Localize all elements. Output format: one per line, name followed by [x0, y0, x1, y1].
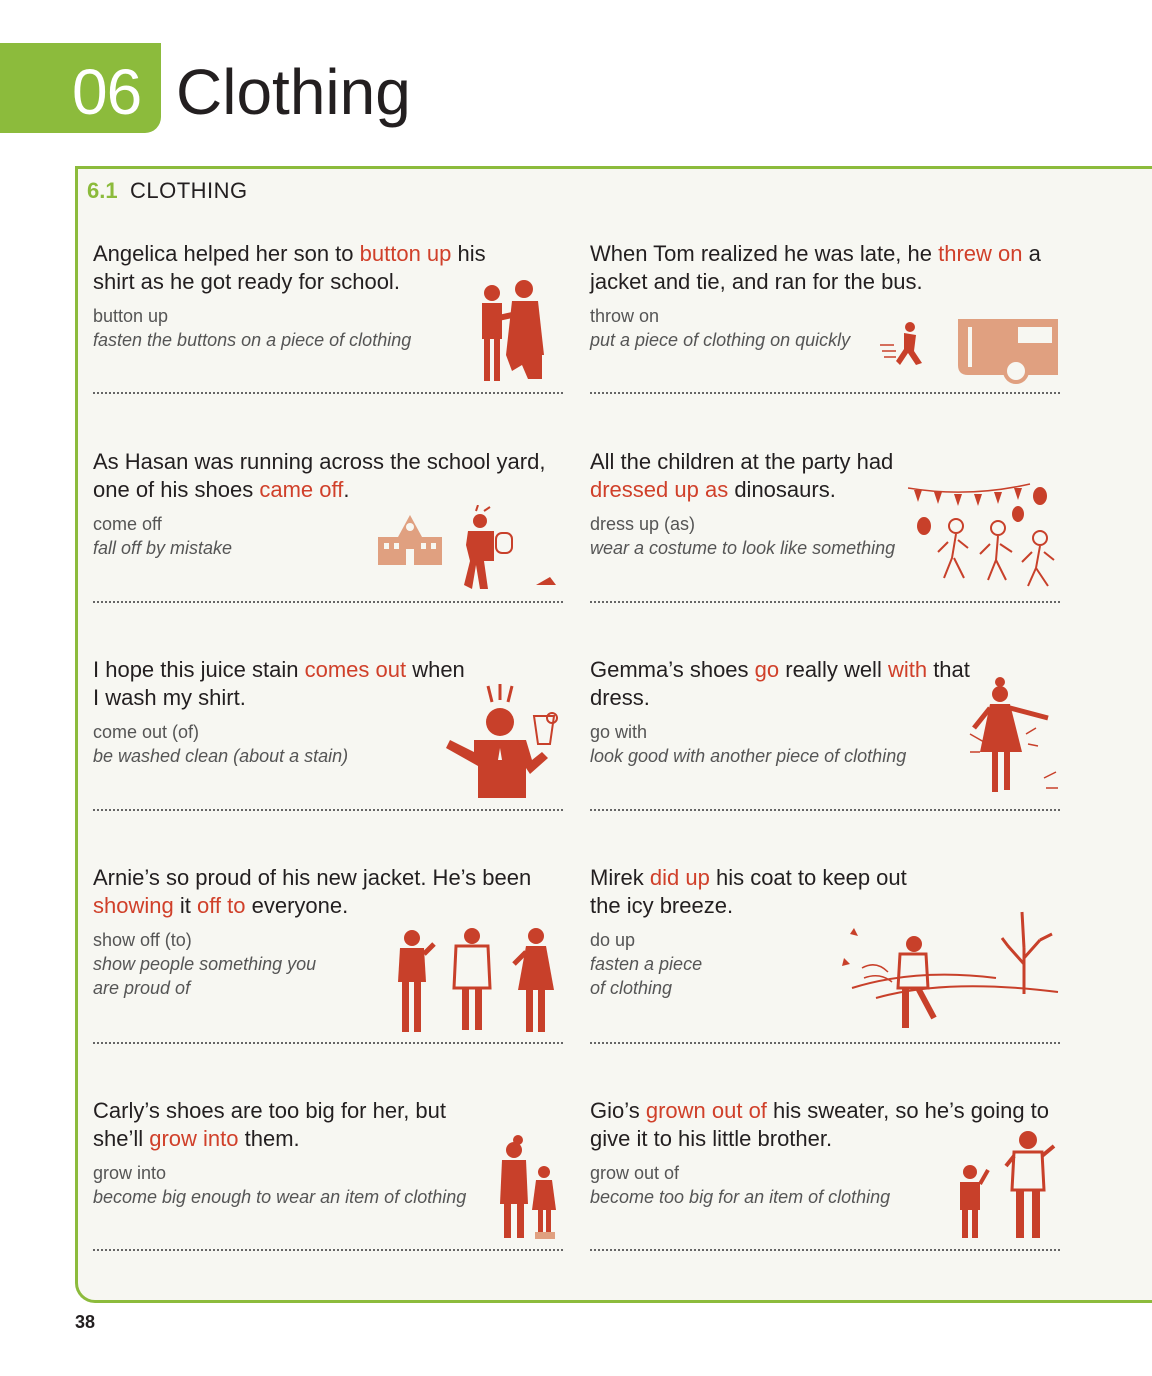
divider: [93, 601, 563, 603]
example-sentence: As Hasan was running across the school y…: [93, 449, 546, 502]
definition: fall off by mistake: [93, 538, 233, 558]
mother-buttoning-shirt-icon: [482, 280, 544, 381]
example-sentence: I hope this juice stain comes out when I…: [93, 657, 465, 710]
example-sentence: Gemma’s shoes go really well with that d…: [590, 657, 970, 710]
example-sentence: All the children at the party had dresse…: [590, 449, 894, 502]
divider: [590, 601, 1060, 603]
divider: [590, 1042, 1060, 1044]
divider: [93, 1042, 563, 1044]
running-to-bus-icon: [880, 319, 1058, 384]
example-sentence: Gio’s grown out of his sweater, so he’s …: [590, 1098, 1050, 1151]
divider: [93, 809, 563, 811]
definition: fasten the buttons on a piece of clothin…: [93, 330, 412, 350]
entry-come-off: As Hasan was running across the school y…: [93, 448, 563, 560]
juice-stain-person-icon: [446, 684, 558, 798]
dinosaur-costume-party-icon: [908, 483, 1055, 587]
example-sentence: Angelica helped her son to button up his…: [93, 241, 486, 294]
chapter-title: Clothing: [176, 56, 411, 128]
definition: look good with another piece of clothing: [590, 746, 907, 766]
divider: [590, 809, 1060, 811]
page-number: 38: [75, 1312, 96, 1332]
entry-button-up: Angelica helped her son to button up his…: [93, 240, 563, 352]
entry-throw-on: When Tom realized he was late, he threw …: [590, 240, 1060, 352]
definition: become too big for an item of clothing: [590, 1187, 891, 1207]
chapter-number: 06: [72, 56, 142, 128]
definition: show people something you are proud of: [93, 954, 317, 998]
headword: grow out of: [590, 1163, 680, 1183]
example-sentence: When Tom realized he was late, he threw …: [590, 241, 1041, 294]
divider: [93, 1249, 563, 1251]
section-number: 6.1: [87, 178, 118, 203]
headword: go with: [590, 722, 648, 742]
entry-do-up: Mirek did up his coat to keep out the ic…: [590, 864, 1060, 1000]
section-title: CLOTHING: [130, 178, 248, 203]
headword: come out (of): [93, 722, 200, 742]
headword: come off: [93, 514, 162, 534]
divider: [590, 392, 1060, 394]
headword: do up: [590, 930, 636, 950]
man-in-windy-weather-icon: [842, 911, 1059, 1028]
headword: throw on: [590, 306, 660, 326]
entry-grow-out-of: Gio’s grown out of his sweater, so he’s …: [590, 1097, 1060, 1209]
headword: dress up (as): [590, 514, 696, 534]
definition: become big enough to wear an item of clo…: [93, 1187, 467, 1207]
divider: [590, 1249, 1060, 1251]
entry-dress-up-as: All the children at the party had dresse…: [590, 448, 1060, 560]
people-showing-jacket-icon: [398, 928, 554, 1032]
school-and-running-boy-icon: [378, 505, 556, 589]
entry-go-with: Gemma’s shoes go really well with that d…: [590, 656, 1060, 768]
example-sentence: Mirek did up his coat to keep out the ic…: [590, 865, 907, 918]
divider: [93, 392, 563, 394]
brothers-icon: [960, 1131, 1056, 1238]
mother-and-daughter-icon: [500, 1135, 556, 1239]
definition: fasten a piece of clothing: [590, 954, 703, 998]
example-sentence: Arnie’s so proud of his new jacket. He’s…: [93, 865, 532, 918]
headword: grow into: [93, 1163, 167, 1183]
example-sentence: Carly’s shoes are too big for her, but s…: [93, 1098, 447, 1151]
definition: wear a costume to look like something: [590, 538, 896, 558]
entry-come-out: I hope this juice stain comes out when I…: [93, 656, 563, 768]
entry-show-off: Arnie’s so proud of his new jacket. He’s…: [93, 864, 563, 1000]
chapter-tab: [0, 43, 161, 133]
headword: button up: [93, 306, 169, 326]
definition: put a piece of clothing on quickly: [590, 330, 851, 350]
headword: show off (to): [93, 930, 192, 950]
woman-in-dress-icon: [969, 677, 1058, 792]
definition: be washed clean (about a stain): [93, 746, 349, 766]
entry-grow-into: Carly’s shoes are too big for her, but s…: [93, 1097, 563, 1209]
